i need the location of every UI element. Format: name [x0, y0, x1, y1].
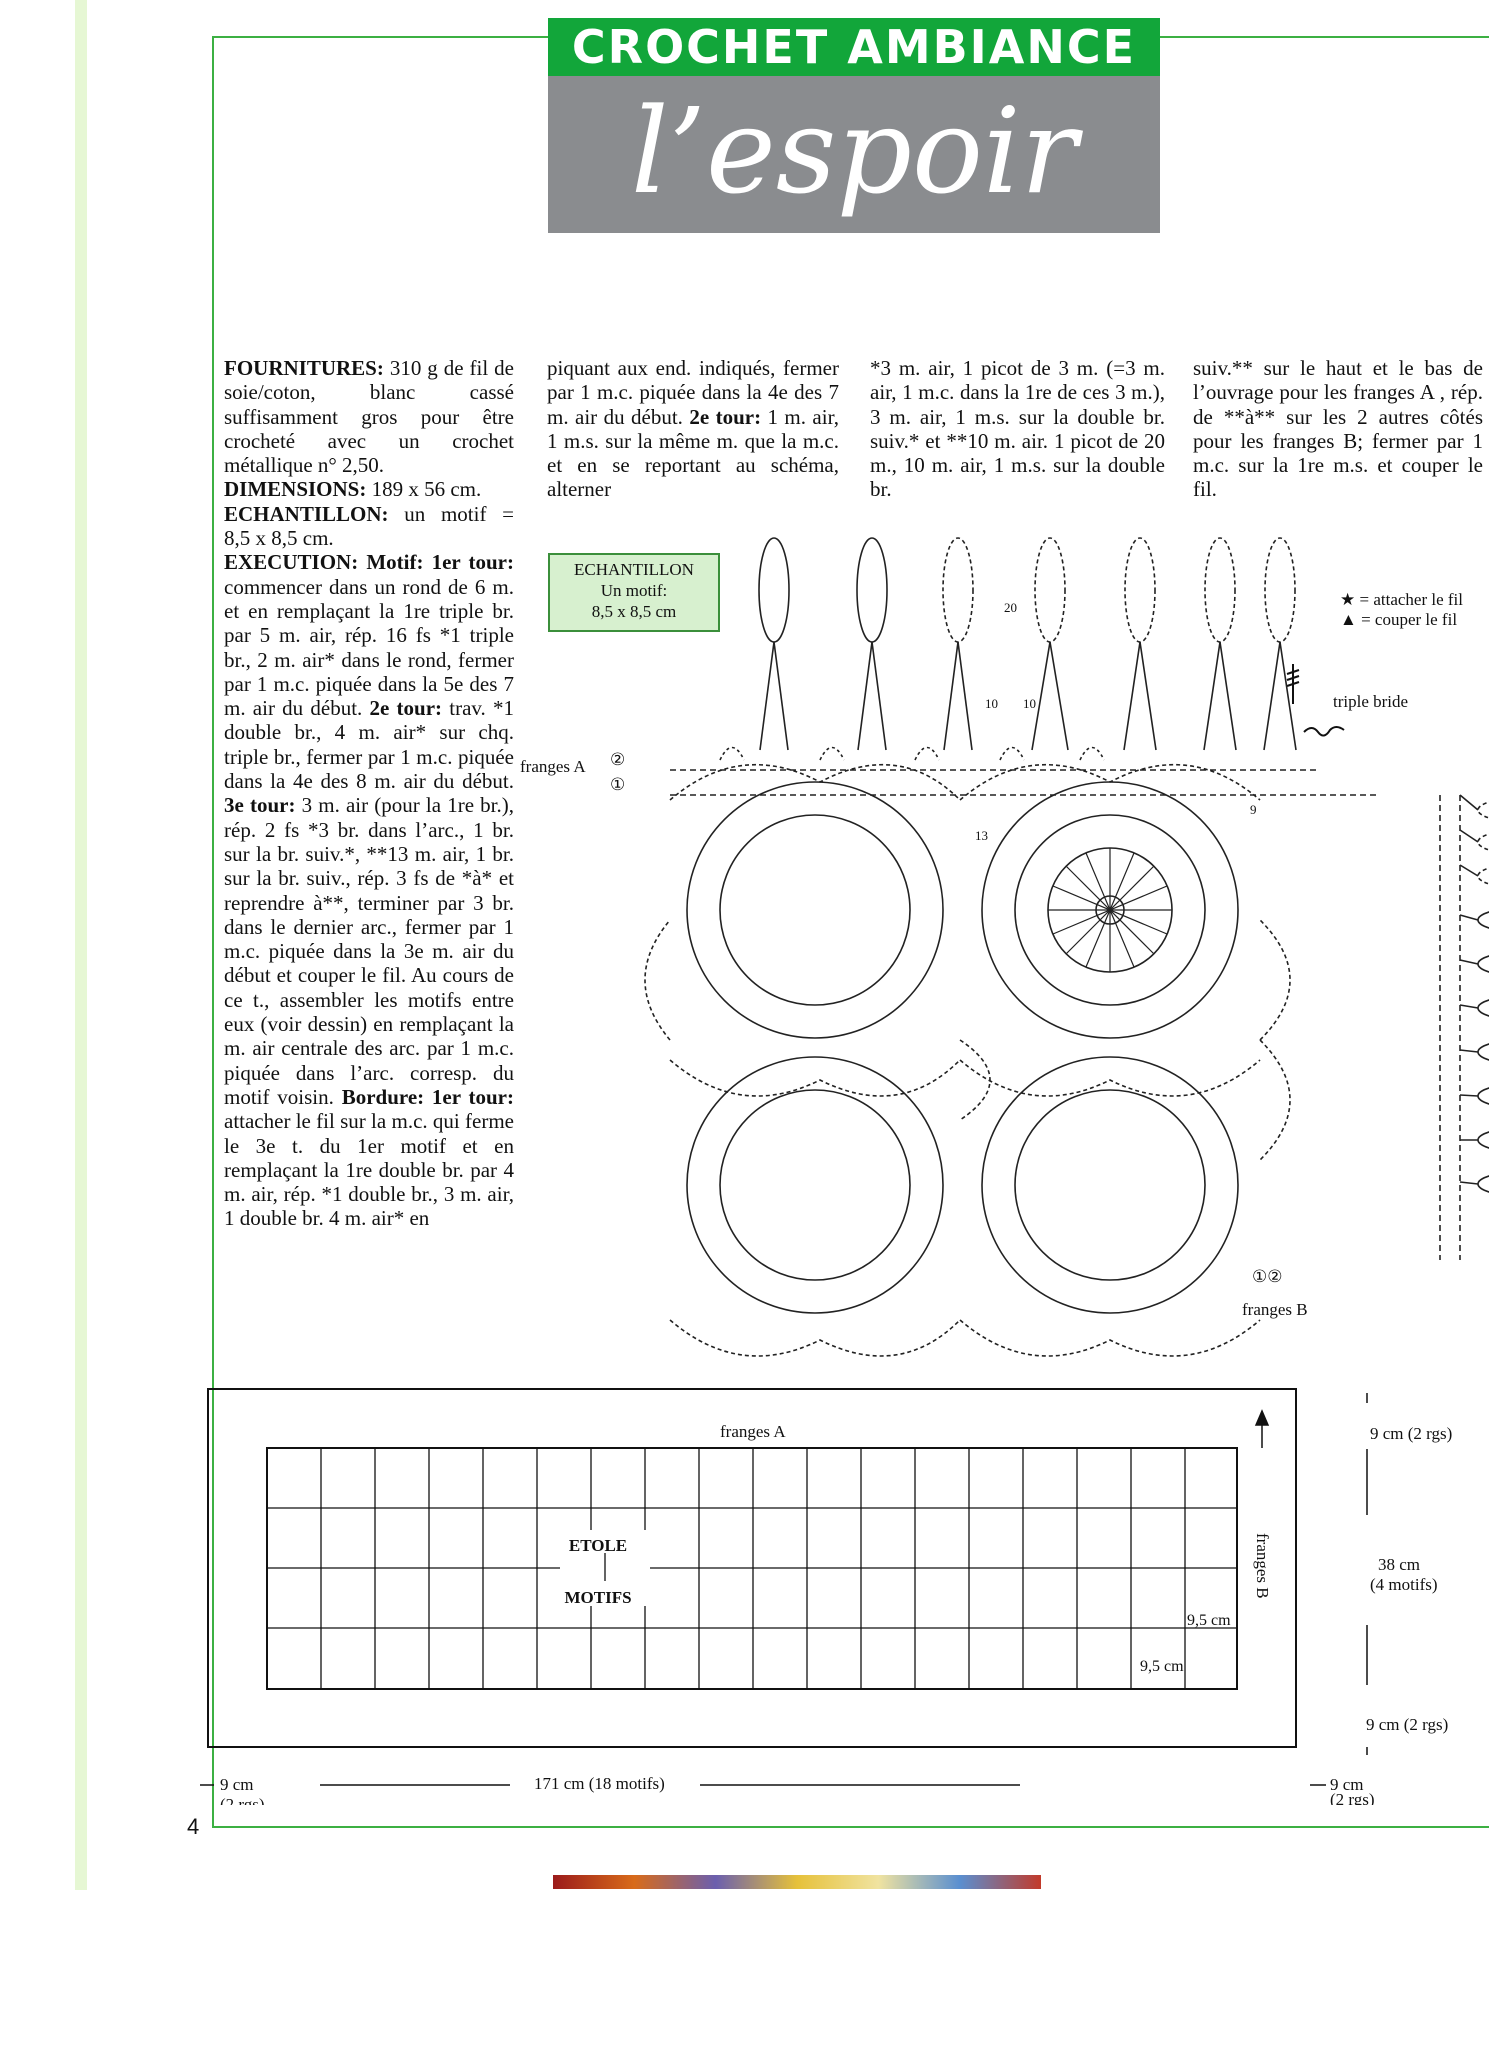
arrow-up-icon — [1254, 1409, 1270, 1426]
stole-schematic: franges A franges B ETOLE MOTIFS 9,5 cm … — [200, 1388, 1452, 1805]
fringe-b-loops — [1459, 794, 1489, 1193]
fournitures-label: FOURNITURES: — [224, 356, 384, 380]
legend-cut: ▲ = couper le fil — [1340, 610, 1458, 629]
pattern-title: l’espoir — [548, 76, 1160, 233]
tour2-text: trav. *1 double br., 4 m. air* sur chq. … — [224, 696, 514, 794]
legend-attach: ★ = attacher le fil — [1340, 590, 1463, 609]
triple-bride-chain-icon — [1303, 726, 1345, 737]
diagram-label-10a: 10 — [985, 696, 998, 711]
diagram-label-row1: ① — [610, 775, 625, 794]
col2-tour2-label: 2e tour: — [682, 404, 762, 429]
dim-length: 171 cm (18 motifs) — [534, 1774, 665, 1793]
col2-text-b: 1 m. air, 1 m.s. sur la même m. que la m… — [547, 404, 839, 502]
col2-text-a: piquant aux end. indiqués, fermer par 1 … — [547, 356, 839, 429]
stole-label-franges-b: franges B — [1253, 1533, 1272, 1599]
echantillon-label: ECHANTILLON: — [224, 501, 389, 526]
stole-label-etole: ETOLE — [569, 1536, 627, 1555]
tour3-text: 3 m. air (pour la 1re br.), rép. 2 fs *3… — [224, 793, 514, 1109]
frame-line-top-right — [1160, 36, 1489, 38]
dim-middle-motifs: (4 motifs) — [1370, 1575, 1438, 1594]
sample-box: ECHANTILLON Un motif: 8,5 x 8,5 cm — [548, 553, 720, 632]
dimensions-label: DIMENSIONS: — [224, 477, 367, 502]
sample-box-line2: Un motif: — [600, 581, 668, 600]
fringe-a-loops — [758, 537, 1297, 751]
stole-grid-lines — [267, 1448, 1237, 1689]
stole-cell-width: 9,5 cm — [1187, 1612, 1231, 1629]
stole-outer-border — [207, 1388, 1297, 1748]
echantillon-text: un motif = 8,5 x 8,5 cm. — [224, 501, 514, 551]
dim-right-rows: (2 rgs) — [1330, 1790, 1375, 1805]
page-edge-tint — [75, 0, 87, 1890]
col3-text: *3 m. air, 1 picot de 3 m. (=3 m. air, 1… — [870, 356, 1165, 502]
stole-label-motifs: MOTIFS — [564, 1588, 631, 1607]
tour3-label: 3e tour: — [224, 793, 296, 818]
series-title: CROCHET AMBIANCE — [548, 18, 1160, 76]
frame-line-left — [212, 36, 214, 1828]
photo-strip — [553, 1875, 1041, 1889]
diagram-label-9: 9 — [1250, 802, 1257, 817]
dim-middle-cm: 38 cm — [1378, 1555, 1420, 1574]
dimensions-text: 189 x 56 cm. — [366, 477, 482, 502]
diagram-label-franges-b: franges B — [1242, 1300, 1308, 1319]
stole-cell-height: 9,5 cm — [1140, 1658, 1184, 1675]
sample-box-line3: 8,5 x 8,5 cm — [591, 602, 677, 621]
dim-bottom: 9 cm (2 rgs) — [1366, 1715, 1448, 1734]
diagram-label-20: 20 — [1004, 600, 1017, 615]
fournitures-text: 310 g de fil de soie/coton, blanc cassé … — [224, 356, 514, 478]
sample-box-title: ECHANTILLON — [574, 560, 694, 579]
dim-right-cm: 9 cm — [1330, 1775, 1364, 1794]
triple-bride-symbol-icon — [1286, 664, 1300, 704]
frame-line-top-left — [213, 36, 548, 38]
page-number: 4 — [187, 1814, 200, 1839]
bordure-label: Bordure: 1er tour: — [333, 1084, 514, 1109]
instructions-column-4: suiv.** sur le haut et le bas de l’ouvra… — [1193, 356, 1483, 502]
instructions-column-2: piquant aux end. indiqués, fermer par 1 … — [547, 356, 839, 502]
bordure-text: attacher le fil sur la m.c. qui ferme le… — [224, 1109, 514, 1231]
diagram-label-row2: ② — [610, 750, 625, 769]
col4-text: suiv.** sur le haut et le bas de l’ouvra… — [1193, 356, 1483, 502]
diagram-label-13: 13 — [975, 828, 988, 843]
tour2-label: 2e tour: — [362, 696, 443, 721]
dim-top: 9 cm (2 rgs) — [1370, 1424, 1452, 1443]
legend-triple: triple bride — [1333, 692, 1409, 711]
diagram-label-rows-b: ①② — [1252, 1267, 1282, 1286]
execution-text: commencer dans un rond de 6 m. et en rem… — [224, 574, 514, 721]
stole-label-franges-a: franges A — [720, 1422, 786, 1441]
execution-label: EXECUTION: Motif: 1er tour: — [224, 550, 514, 575]
instructions-column-3: *3 m. air, 1 picot de 3 m. (=3 m. air, 1… — [870, 356, 1165, 502]
dim-left-rows: (2 rgs) — [220, 1795, 265, 1805]
diagram-label-10b: 10 — [1023, 696, 1036, 711]
dim-left-cm: 9 cm — [220, 1775, 254, 1794]
frame-line-bottom — [212, 1826, 1489, 1828]
instructions-column-1: FOURNITURES: 310 g de fil de soie/coton,… — [224, 356, 514, 1231]
diagram-label-franges-a: franges A — [520, 757, 586, 776]
crochet-chart: franges A ② ① 20 10 10 13 9 ①② franges B — [520, 537, 1489, 1357]
